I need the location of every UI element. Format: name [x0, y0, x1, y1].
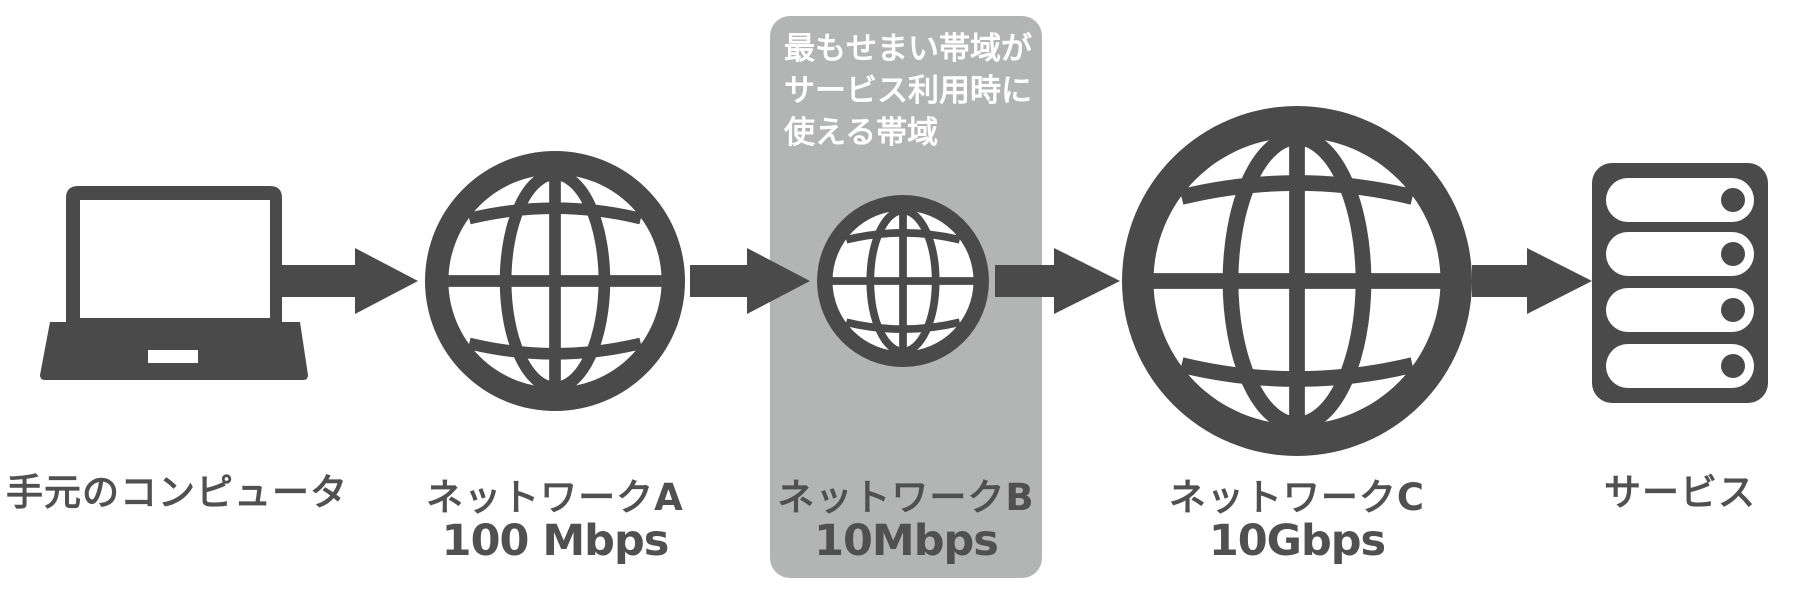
- callout-line: 使える帯域: [784, 115, 939, 151]
- arrow-network-c-to-service: [1472, 248, 1592, 314]
- network-c-label: ネットワークC: [1168, 476, 1426, 519]
- callout-line: サービス利用時に: [784, 73, 1032, 109]
- arrow-network-a-to-network-b: [690, 248, 810, 314]
- network-a-bandwidth: 100 Mbps: [441, 516, 670, 566]
- service-label: サービス: [1604, 471, 1756, 514]
- bottleneck-callout: 最もせまい帯域が サービス利用時に 使える帯域: [784, 28, 1044, 154]
- network-c-bandwidth: 10Gbps: [1208, 516, 1386, 566]
- arrow-network-b-to-network-c: [995, 248, 1120, 314]
- network-a-globe-icon: [425, 151, 685, 411]
- network-b-label: ネットワークB: [777, 476, 1035, 519]
- network-a-label: ネットワークA: [426, 476, 684, 519]
- laptop-icon: [40, 186, 308, 380]
- computer-label: 手元のコンピュータ: [6, 471, 348, 514]
- network-b-bandwidth: 10Mbps: [814, 516, 999, 566]
- callout-line: 最もせまい帯域が: [784, 31, 1032, 67]
- network-c-globe-icon: [1122, 106, 1472, 456]
- arrow-computer-to-network-a: [282, 248, 418, 314]
- server-icon: [1592, 163, 1768, 403]
- network-b-globe-icon: [817, 195, 989, 367]
